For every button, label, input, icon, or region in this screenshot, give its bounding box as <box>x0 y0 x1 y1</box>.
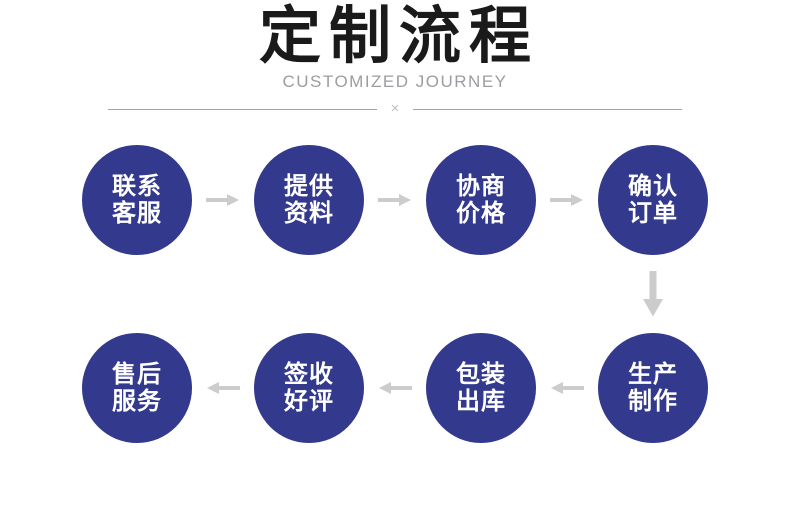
step-label: 签收 <box>284 360 334 388</box>
step-label: 生产 <box>628 360 678 388</box>
flow-row-bottom: 售后 服务 签收 好评 包装 出库 生产 制作 <box>82 332 708 443</box>
step-label: 客服 <box>112 199 162 227</box>
divider-line-right <box>413 109 683 111</box>
arrow-left-icon <box>364 381 426 395</box>
divider-x-mark: × <box>390 100 400 118</box>
flow-connector-row <box>82 255 708 333</box>
step-label: 订单 <box>628 199 678 227</box>
arrow-right-icon <box>536 193 598 207</box>
arrow-left-icon <box>536 381 598 395</box>
step-negotiate-price: 协商 价格 <box>426 144 536 255</box>
step-label: 服务 <box>112 387 162 415</box>
arrow-right-icon <box>364 193 426 207</box>
step-packaging-outbound: 包装 出库 <box>426 332 536 443</box>
step-label: 出库 <box>456 387 506 415</box>
divider: × <box>108 100 683 120</box>
step-label: 制作 <box>628 387 678 415</box>
divider-line-left <box>108 109 377 111</box>
step-label: 协商 <box>456 172 506 200</box>
arrow-left-icon <box>192 381 254 395</box>
step-production-making: 生产 制作 <box>598 332 708 443</box>
step-label: 好评 <box>284 387 334 415</box>
step-label: 提供 <box>284 172 334 200</box>
page-title: 定制流程 <box>258 2 539 71</box>
step-after-sales-service: 售后 服务 <box>82 332 192 443</box>
page-subtitle: CUSTOMIZED JOURNEY <box>282 72 508 92</box>
arrow-down-icon <box>643 270 663 322</box>
arrow-right-icon <box>192 193 254 207</box>
step-label: 价格 <box>456 199 506 227</box>
step-confirm-order: 确认 订单 <box>598 144 708 255</box>
flow-row-top: 联系 客服 提供 资料 协商 价格 确认 订单 <box>82 144 708 255</box>
flow-diagram: 联系 客服 提供 资料 协商 价格 确认 订单 售后 <box>82 144 708 443</box>
step-label: 售后 <box>112 360 162 388</box>
step-sign-good-review: 签收 好评 <box>254 332 364 443</box>
step-label: 资料 <box>284 199 334 227</box>
step-label: 联系 <box>112 172 162 200</box>
step-label: 确认 <box>628 172 678 200</box>
step-label: 包装 <box>456 360 506 388</box>
step-provide-materials: 提供 资料 <box>254 144 364 255</box>
step-contact-service: 联系 客服 <box>82 144 192 255</box>
